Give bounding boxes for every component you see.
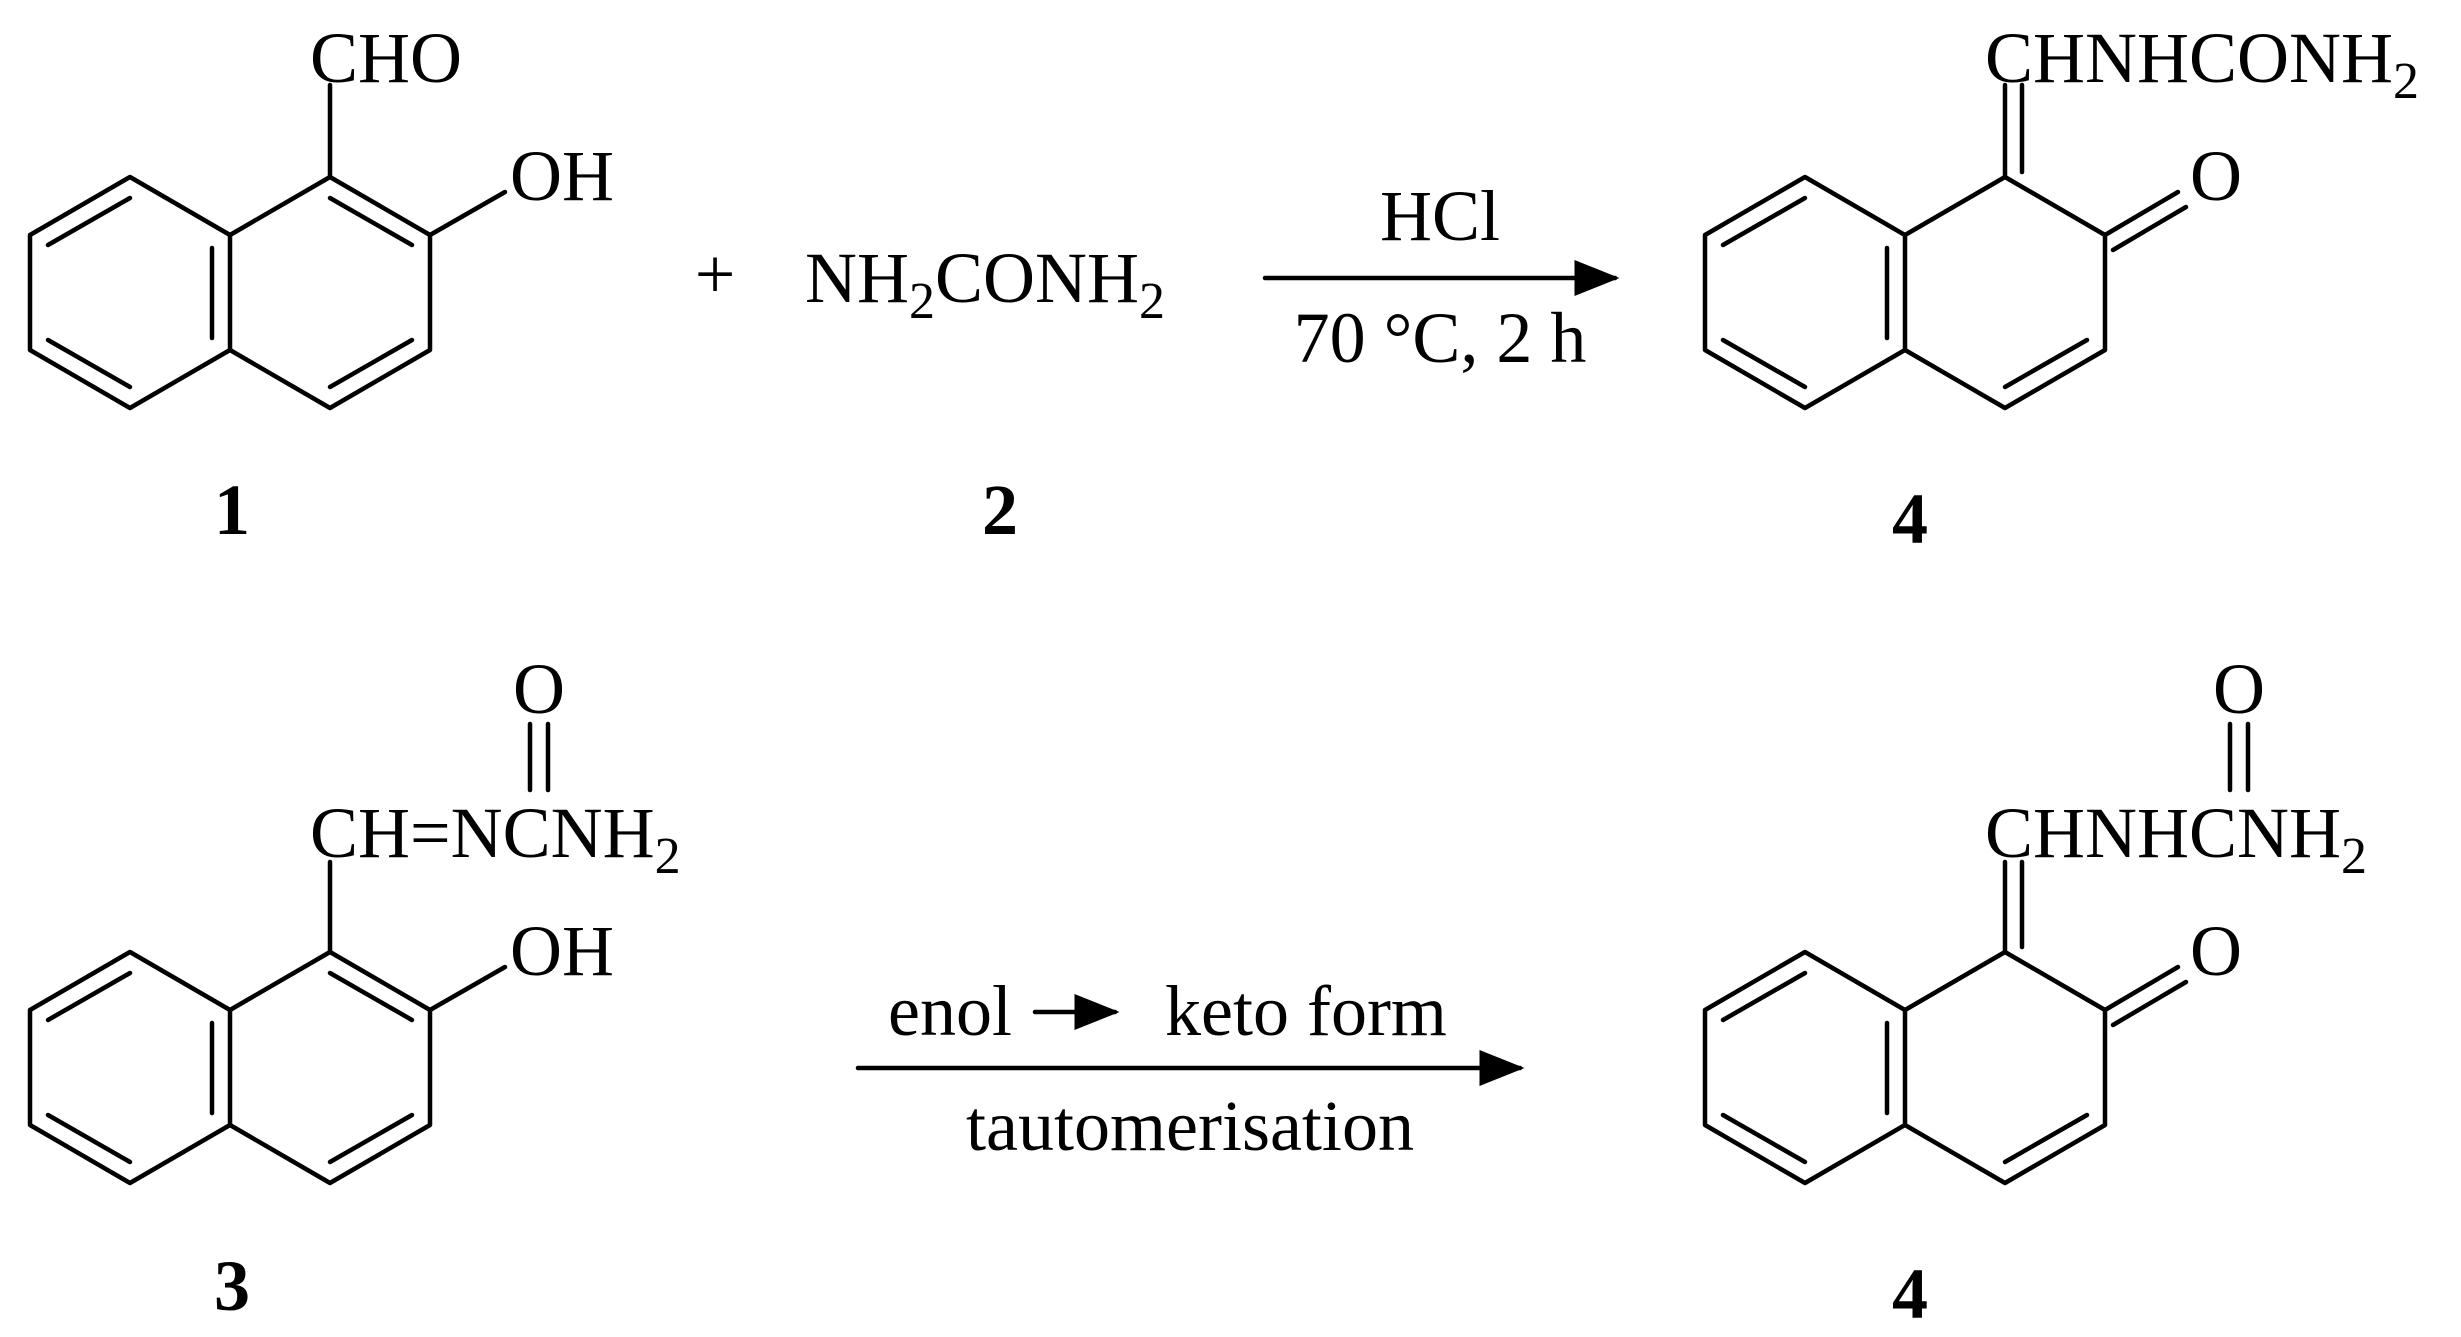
- product-4-bottom-chain: CHNHCNH2: [1985, 793, 2367, 885]
- compound-1-structure: [27, 82, 508, 411]
- compound-4-bottom-structure: [1702, 721, 2251, 1186]
- compound-3-structure: [27, 721, 551, 1186]
- compound-label-4-top: 4: [1892, 479, 1928, 559]
- product-4-bottom-carbonyl-o: O: [2213, 649, 2265, 729]
- arrow-1-reagent: HCl: [1380, 176, 1500, 256]
- arrow-2-tautomerisation-label: tautomerisation: [966, 1086, 1414, 1166]
- compound-4-top-structure: [1702, 82, 2189, 411]
- compound-label-3: 3: [214, 1246, 250, 1326]
- compound-3-carbonyl-o: O: [513, 649, 565, 729]
- compound-label-1: 1: [214, 470, 250, 550]
- aldehyde-group-label: CHO: [310, 18, 462, 98]
- plus-sign: +: [695, 234, 736, 314]
- product-4-top-keto-o: O: [2190, 136, 2242, 216]
- compound-label-2: 2: [982, 470, 1018, 550]
- compound-3-hydroxyl: OH: [510, 911, 614, 991]
- product-4-bottom-keto-o: O: [2190, 911, 2242, 991]
- arrow-2-keto-label: keto form: [1165, 971, 1447, 1051]
- urea-formula: NH2CONH2: [805, 238, 1165, 330]
- product-4-top-chain: CHNHCONH2: [1985, 18, 2419, 110]
- compound-3-chain: CH=NCNH2: [310, 793, 681, 885]
- arrow-1-conditions: 70 °C, 2 h: [1294, 298, 1587, 378]
- compound-label-4-bottom: 4: [1892, 1254, 1928, 1334]
- arrow-2-enol-label: enol: [888, 971, 1012, 1051]
- hydroxyl-group-label: OH: [510, 136, 614, 216]
